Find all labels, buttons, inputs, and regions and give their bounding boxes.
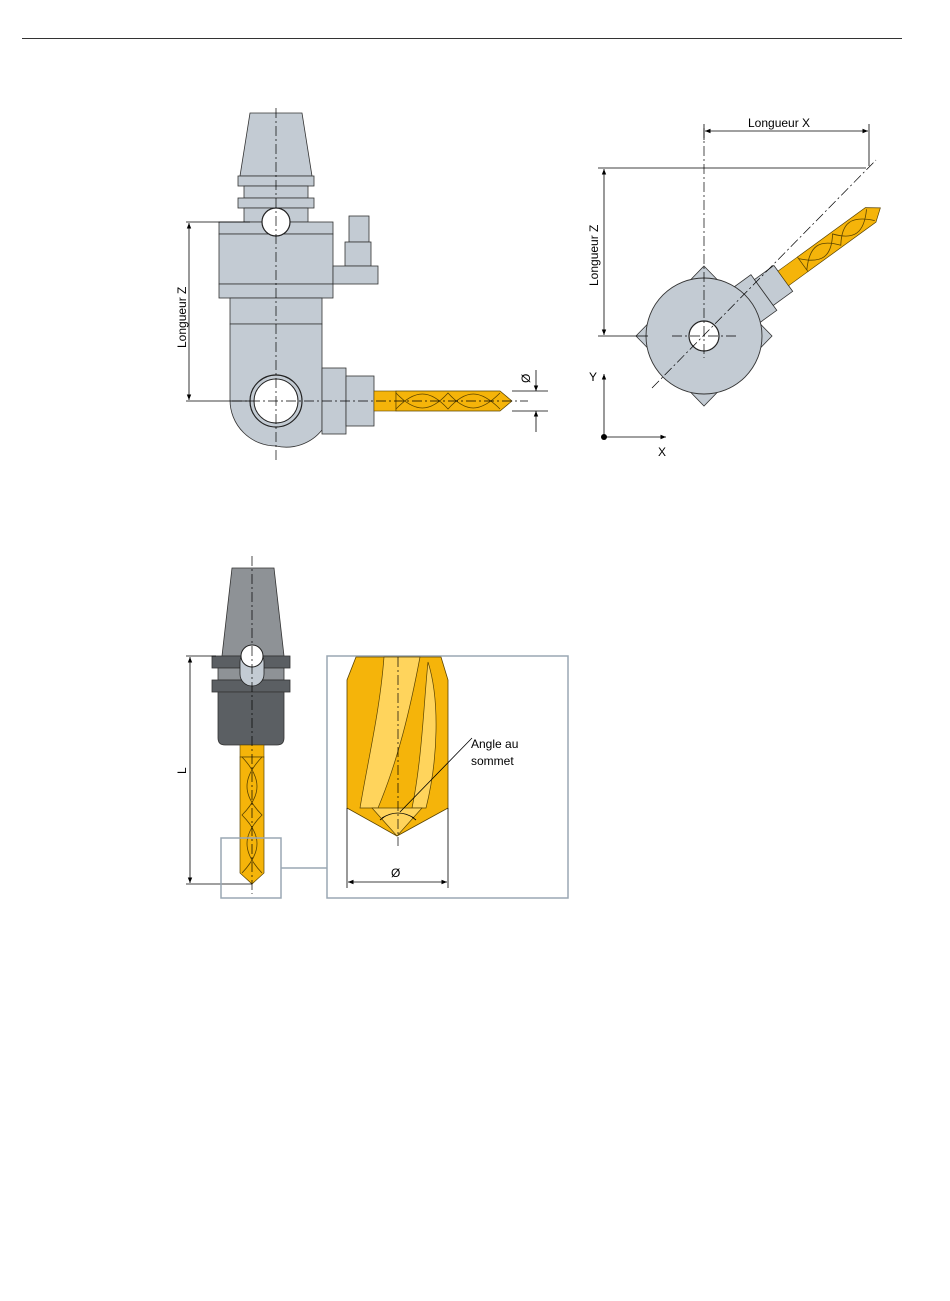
axis-x-label: X xyxy=(658,445,666,459)
label-length-l: L xyxy=(175,767,189,774)
detail-enlargement: Angle au sommet Ø xyxy=(327,656,568,898)
label-diameter-detail: Ø xyxy=(391,866,400,880)
angle-head-side-view: Longueur Z Ø xyxy=(175,108,548,462)
locking-pin xyxy=(349,216,369,242)
angle-head-top-view: Longueur X Longueur Z Y X xyxy=(587,116,893,459)
label-diameter-side: Ø xyxy=(519,374,533,383)
axis-y-label: Y xyxy=(589,370,597,384)
holder-body xyxy=(218,692,284,745)
axes-origin xyxy=(601,434,607,440)
label-point-angle-line2: sommet xyxy=(471,754,514,768)
label-point-angle-line1: Angle au xyxy=(471,737,518,751)
drill-holder-view: L Angle au sommet Ø xyxy=(175,556,568,898)
locking-pin-base xyxy=(345,242,371,266)
label-longueur-z-top: Longueur Z xyxy=(587,225,601,286)
side-bracket xyxy=(333,266,378,284)
label-longueur-x: Longueur X xyxy=(748,116,810,130)
label-longueur-z-side: Longueur Z xyxy=(175,287,189,348)
holder-taper xyxy=(222,568,284,656)
